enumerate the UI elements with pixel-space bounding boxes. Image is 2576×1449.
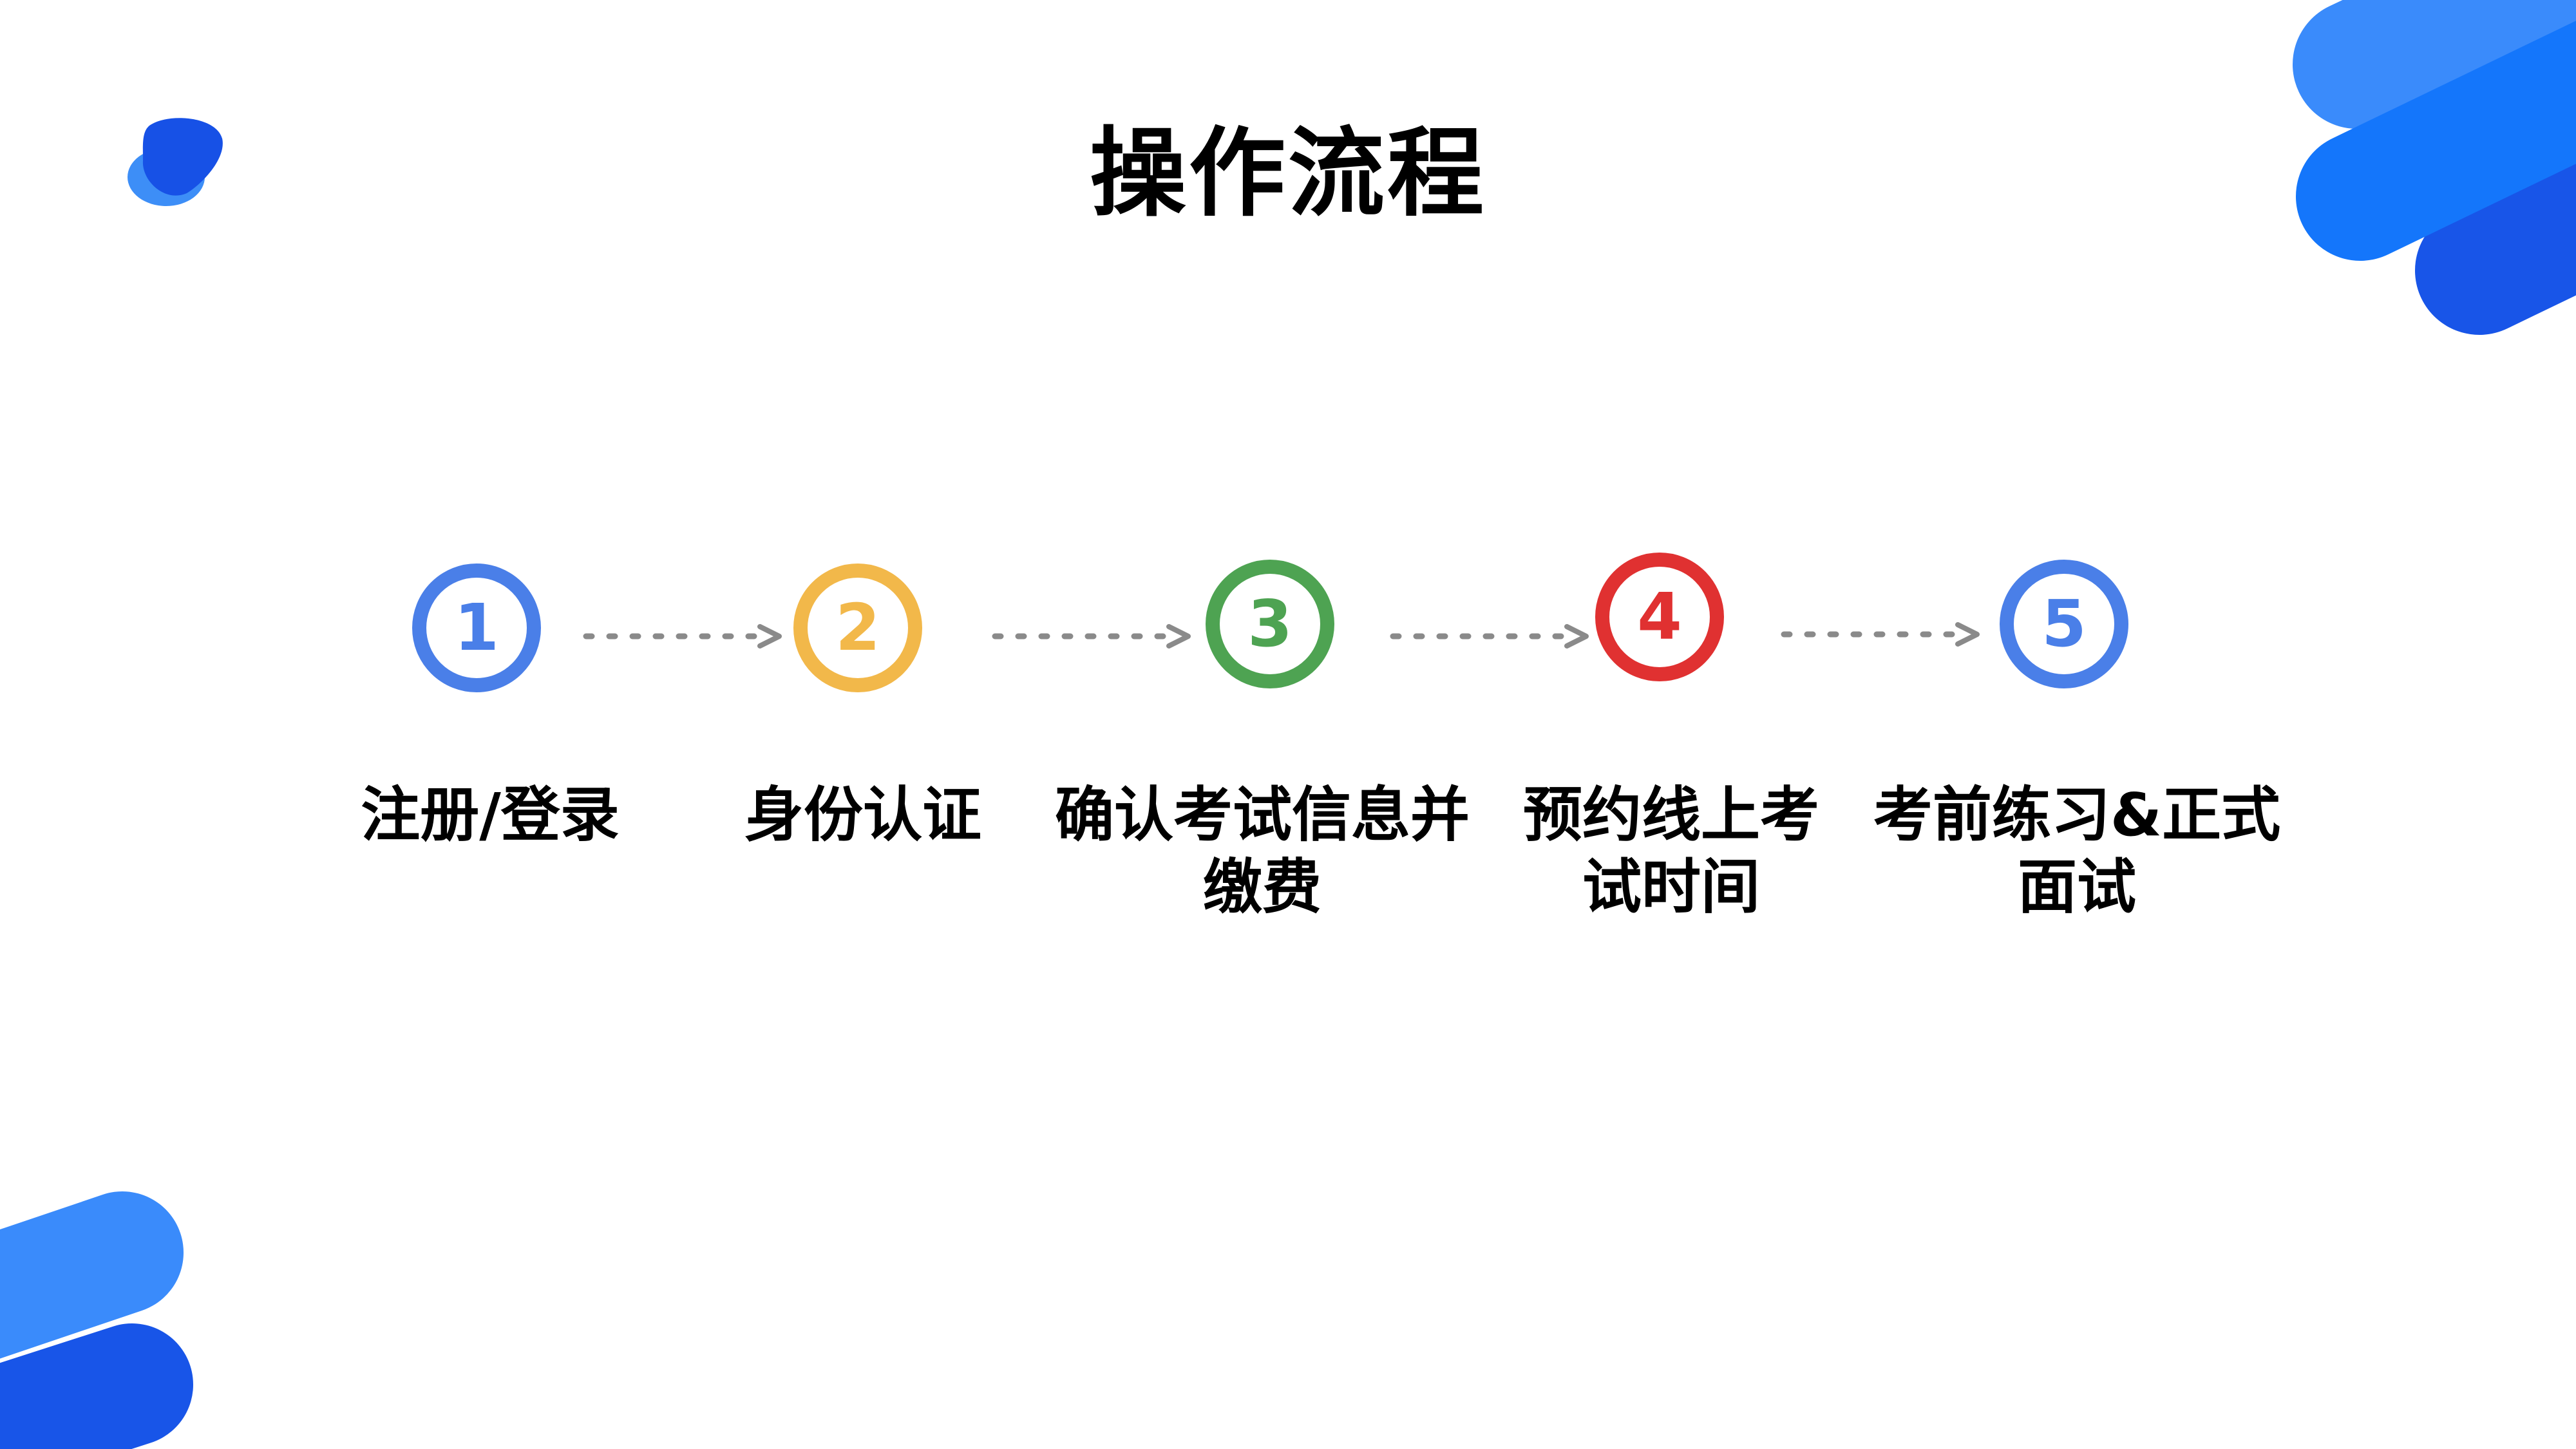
step-2-number: 2 xyxy=(835,590,880,665)
step-4-label: 预约线上考试时间 xyxy=(1522,781,1819,922)
arrow-2-to-3 xyxy=(992,624,1191,649)
top-right-capsule-decoration xyxy=(2293,0,2576,335)
step-5-number: 5 xyxy=(2041,586,2087,661)
page-title: 操作流程 xyxy=(1089,118,1486,230)
arrow-3-to-4 xyxy=(1390,624,1589,649)
step-3-number: 3 xyxy=(1247,586,1293,661)
step-1-circle: 1 xyxy=(412,564,541,692)
arrow-4-to-5 xyxy=(1781,622,1980,647)
step-1-number: 1 xyxy=(454,590,499,665)
bottom-left-capsule-decoration xyxy=(0,1191,193,1449)
arrow-1-to-2 xyxy=(583,624,782,649)
step-2-circle: 2 xyxy=(793,564,922,692)
step-3-circle: 3 xyxy=(1206,560,1334,688)
step-3-label: 确认考试信息并缴费 xyxy=(1054,781,1470,922)
top-left-blob-decoration xyxy=(128,118,223,206)
step-4-circle: 4 xyxy=(1595,553,1724,681)
step-1-label: 注册/登录 xyxy=(361,781,620,849)
step-2-label: 身份认证 xyxy=(744,781,981,849)
step-5-label: 考前练习&正式面试 xyxy=(1873,781,2281,922)
step-4-number: 4 xyxy=(1637,579,1682,654)
step-5-circle: 5 xyxy=(2000,560,2128,688)
